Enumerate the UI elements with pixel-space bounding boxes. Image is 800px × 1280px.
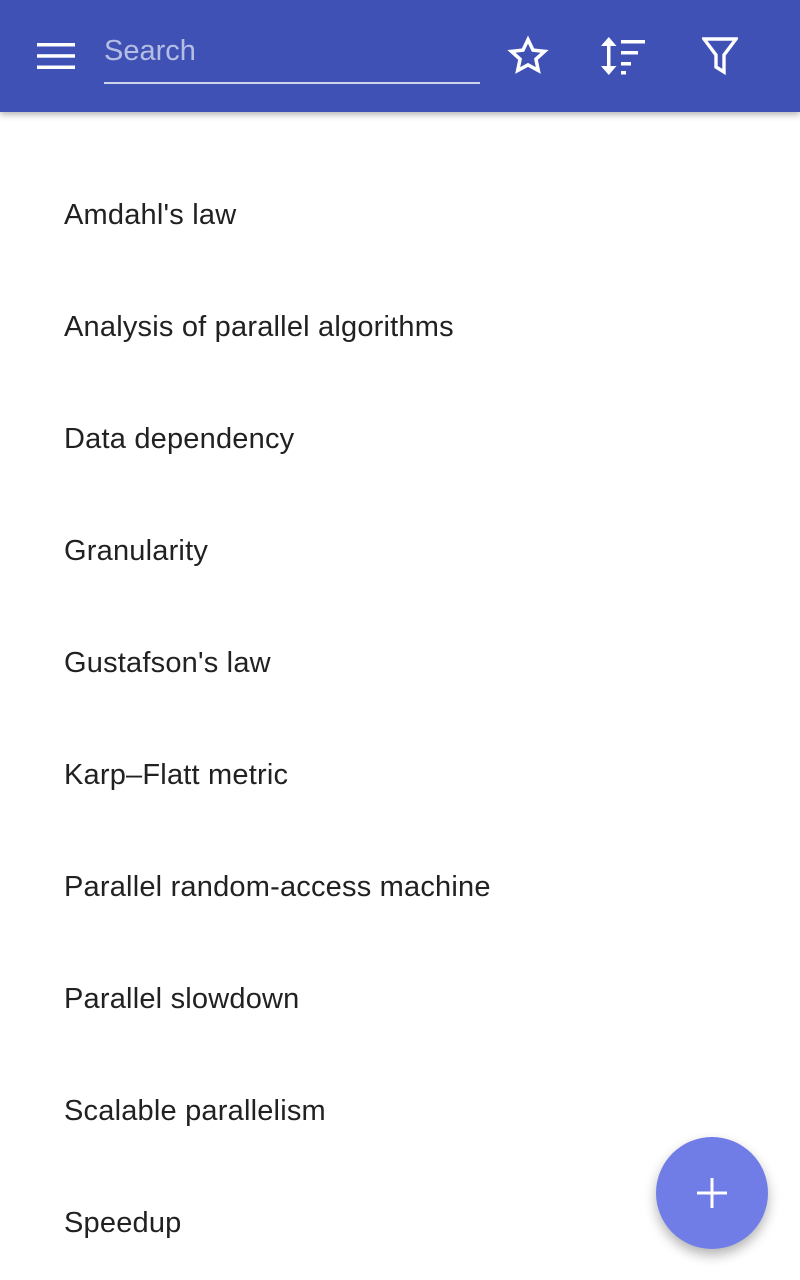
list-item-label: Speedup <box>64 1206 182 1239</box>
plus-icon <box>697 1178 727 1208</box>
list-item[interactable]: Amdahl's law <box>0 159 800 271</box>
list-item-label: Data dependency <box>64 422 295 455</box>
list-item[interactable]: Speedup <box>0 1167 800 1279</box>
list-item-label: Amdahl's law <box>64 198 237 231</box>
list-item[interactable]: Gustafson's law <box>0 607 800 719</box>
filter-icon <box>702 37 738 76</box>
list-item[interactable]: Analysis of parallel algorithms <box>0 271 800 383</box>
list-item[interactable]: Parallel random-access machine <box>0 831 800 943</box>
list-item[interactable]: Data dependency <box>0 383 800 495</box>
sort-button[interactable] <box>595 28 651 84</box>
app-bar <box>0 0 800 112</box>
list-item-label: Parallel random-access machine <box>64 870 491 903</box>
star-outline-icon <box>507 35 549 74</box>
favorites-button[interactable] <box>500 28 556 84</box>
list-item-label: Analysis of parallel algorithms <box>64 310 454 343</box>
list-item-label: Karp–Flatt metric <box>64 758 289 791</box>
hamburger-menu-icon <box>37 43 75 69</box>
add-button[interactable] <box>656 1137 768 1249</box>
menu-button[interactable] <box>24 32 88 80</box>
list-item-label: Granularity <box>64 534 209 567</box>
list-item[interactable]: Parallel slowdown <box>0 943 800 1055</box>
list-item-label: Scalable parallelism <box>64 1094 326 1127</box>
list-item[interactable]: Scalable parallelism <box>0 1055 800 1167</box>
list-item[interactable]: Granularity <box>0 495 800 607</box>
search-input[interactable] <box>104 28 480 74</box>
list-item-label: Gustafson's law <box>64 646 271 679</box>
search-field <box>104 24 480 84</box>
list-item[interactable]: Karp–Flatt metric <box>0 719 800 831</box>
filter-button[interactable] <box>692 28 748 84</box>
list-item-label: Parallel slowdown <box>64 982 300 1015</box>
sort-icon <box>601 37 645 75</box>
